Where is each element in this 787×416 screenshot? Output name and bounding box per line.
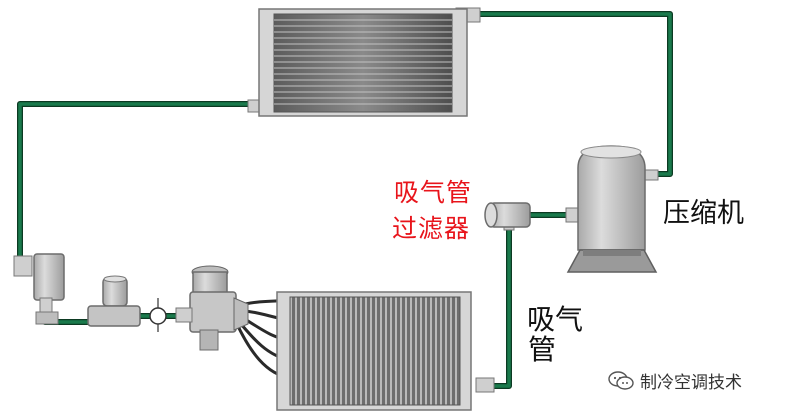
evaporator-coil bbox=[276, 291, 495, 411]
suction-filter bbox=[484, 202, 531, 231]
wechat-icon bbox=[608, 370, 634, 390]
suction-pipe-label-line2: 管 bbox=[528, 333, 557, 366]
condenser-coil bbox=[247, 7, 481, 117]
compressor bbox=[565, 145, 659, 273]
liquid-receiver bbox=[13, 253, 65, 325]
suction-filter-label-line1: 吸气管 bbox=[394, 178, 473, 207]
compressor-label: 压缩机 bbox=[663, 198, 744, 229]
suction-filter-label-line2: 过滤器 bbox=[392, 214, 471, 243]
sight-glass bbox=[149, 298, 167, 332]
watermark: 制冷空调技术 bbox=[608, 368, 742, 393]
suction-pipe-label-line1: 吸气 bbox=[527, 303, 584, 336]
watermark-text: 制冷空调技术 bbox=[640, 373, 742, 393]
solenoid-valve bbox=[87, 275, 141, 327]
expansion-valve bbox=[175, 265, 249, 351]
